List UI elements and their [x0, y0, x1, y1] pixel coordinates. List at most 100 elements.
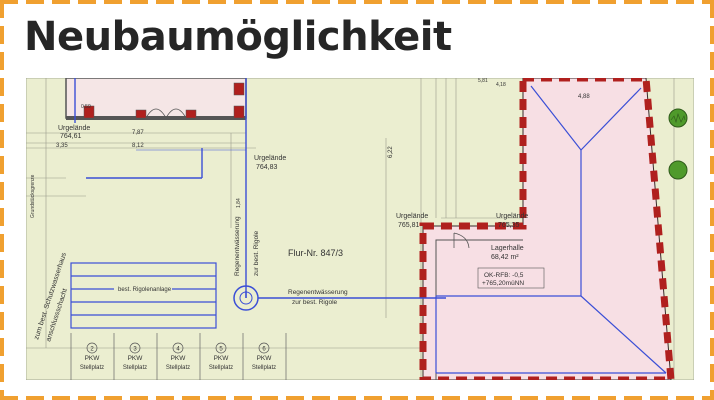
- frame-dash: [494, 0, 512, 4]
- parking-label: Stellplatz: [166, 365, 190, 371]
- frame-dash: [0, 78, 4, 96]
- frame-dash: [104, 396, 122, 400]
- dim-left-3: 3,35: [56, 143, 68, 149]
- frame-dash: [416, 396, 434, 400]
- frame-dash: [710, 286, 714, 304]
- frame-dash: [182, 0, 200, 4]
- parcel-label: Flur-Nr. 847/3: [288, 248, 343, 258]
- frame-dash: [520, 396, 538, 400]
- frame-dash: [286, 396, 304, 400]
- frame-dash: [0, 104, 4, 122]
- frame-dash: [546, 396, 564, 400]
- frame-dash: [286, 0, 304, 4]
- frame-dash: [234, 0, 252, 4]
- frame-dash: [156, 0, 174, 4]
- frame-dash: [0, 260, 4, 278]
- frame-dash: [208, 0, 226, 4]
- dim-small-1: 0,59: [81, 104, 91, 110]
- frame-dash: [624, 396, 642, 400]
- frame-dash: [442, 0, 460, 4]
- frame-dash: [650, 0, 668, 4]
- frame-dash: [0, 0, 18, 4]
- frame-dash: [182, 396, 200, 400]
- gelaende-3-value: 765,81: [398, 222, 420, 229]
- page-title: Neubaumöglichkeit: [24, 14, 452, 60]
- frame-dash: [104, 0, 122, 4]
- frame-dash: [312, 396, 330, 400]
- gelaende-2-label: Urgelände: [254, 155, 286, 162]
- frame-dash: [234, 396, 252, 400]
- frame-dash: [338, 396, 356, 400]
- frame-dash: [546, 0, 564, 4]
- parking-type: PKW: [85, 355, 101, 362]
- height-box: [477, 267, 545, 289]
- frame-dash: [52, 0, 70, 4]
- frame-dash: [130, 0, 148, 4]
- frame-dash: [260, 0, 278, 4]
- frame-dash: [468, 396, 486, 400]
- drainage-lines: [74, 78, 446, 299]
- frame-dash: [710, 78, 714, 96]
- frame-dash: [572, 0, 590, 4]
- parking-label: Stellplatz: [209, 365, 233, 371]
- frame-dash: [156, 396, 174, 400]
- frame-dash: [26, 396, 44, 400]
- frame-dash: [710, 312, 714, 330]
- parking-number-circle: [215, 342, 227, 354]
- frame-dash: [710, 156, 714, 174]
- frame-dash: [26, 0, 44, 4]
- frame-dash: [710, 182, 714, 200]
- area-label-2: 68,42 m²: [491, 254, 519, 261]
- frame-dash: [0, 52, 4, 70]
- frame-dash: [494, 396, 512, 400]
- frame-dash: [572, 396, 590, 400]
- frame-dash: [0, 182, 4, 200]
- frame-dash: [710, 260, 714, 278]
- gelaende-2-value: 764,83: [256, 164, 278, 171]
- parking-number: 3: [133, 347, 137, 353]
- new-building-area: [423, 78, 671, 380]
- frame-dash: [390, 0, 408, 4]
- area-label-1: Lagerhalle: [491, 245, 524, 252]
- frame-dash: [390, 396, 408, 400]
- parking-number-circle: [172, 342, 184, 354]
- frame-dash: [676, 396, 694, 400]
- vertical-label-1: Regenentwässerung: [234, 216, 241, 276]
- gelaende-4-value: 765,35: [498, 222, 520, 229]
- frame-dash: [710, 26, 714, 44]
- new-building-outline: [419, 78, 675, 380]
- frame-dash: [78, 0, 96, 4]
- frame-dash: [468, 0, 486, 4]
- regen-label-2: zur best. Rigole: [292, 299, 338, 306]
- frame-dash: [710, 0, 714, 18]
- frame-dash: [0, 208, 4, 226]
- frame-dash: [0, 0, 4, 18]
- frame-dash: [710, 52, 714, 70]
- frame-dash: [130, 396, 148, 400]
- roof-lines: [435, 85, 667, 374]
- frame-dash: [0, 390, 4, 400]
- site-plan-drawing: 2PKWStellplatz3PKWStellplatz4PKWStellpla…: [26, 78, 694, 380]
- frame-dash: [442, 396, 460, 400]
- parking-label: Stellplatz: [252, 365, 276, 371]
- dim-mid: 6,22: [388, 146, 394, 158]
- dim-left-2: 8,12: [132, 143, 144, 149]
- parking-label: Stellplatz: [123, 365, 147, 371]
- frame-dash: [702, 0, 714, 4]
- parking-number: 4: [176, 347, 180, 353]
- dim-small-4: 4,18: [496, 82, 506, 88]
- frame-dash: [702, 396, 714, 400]
- gelaende-4-label: Urgelände: [496, 213, 528, 220]
- frame-dash: [710, 234, 714, 252]
- frame-dash: [710, 208, 714, 226]
- frame-dash: [710, 364, 714, 382]
- box-label-1: OK-RFB: -0,5: [484, 272, 524, 279]
- parking-number: 2: [90, 347, 94, 353]
- frame-dash: [650, 396, 668, 400]
- frame-dash: [598, 0, 616, 4]
- frame-dash: [676, 0, 694, 4]
- frame-dash: [0, 364, 4, 382]
- parking-number: 6: [262, 347, 266, 353]
- dim-small-3: 5,81: [478, 78, 488, 84]
